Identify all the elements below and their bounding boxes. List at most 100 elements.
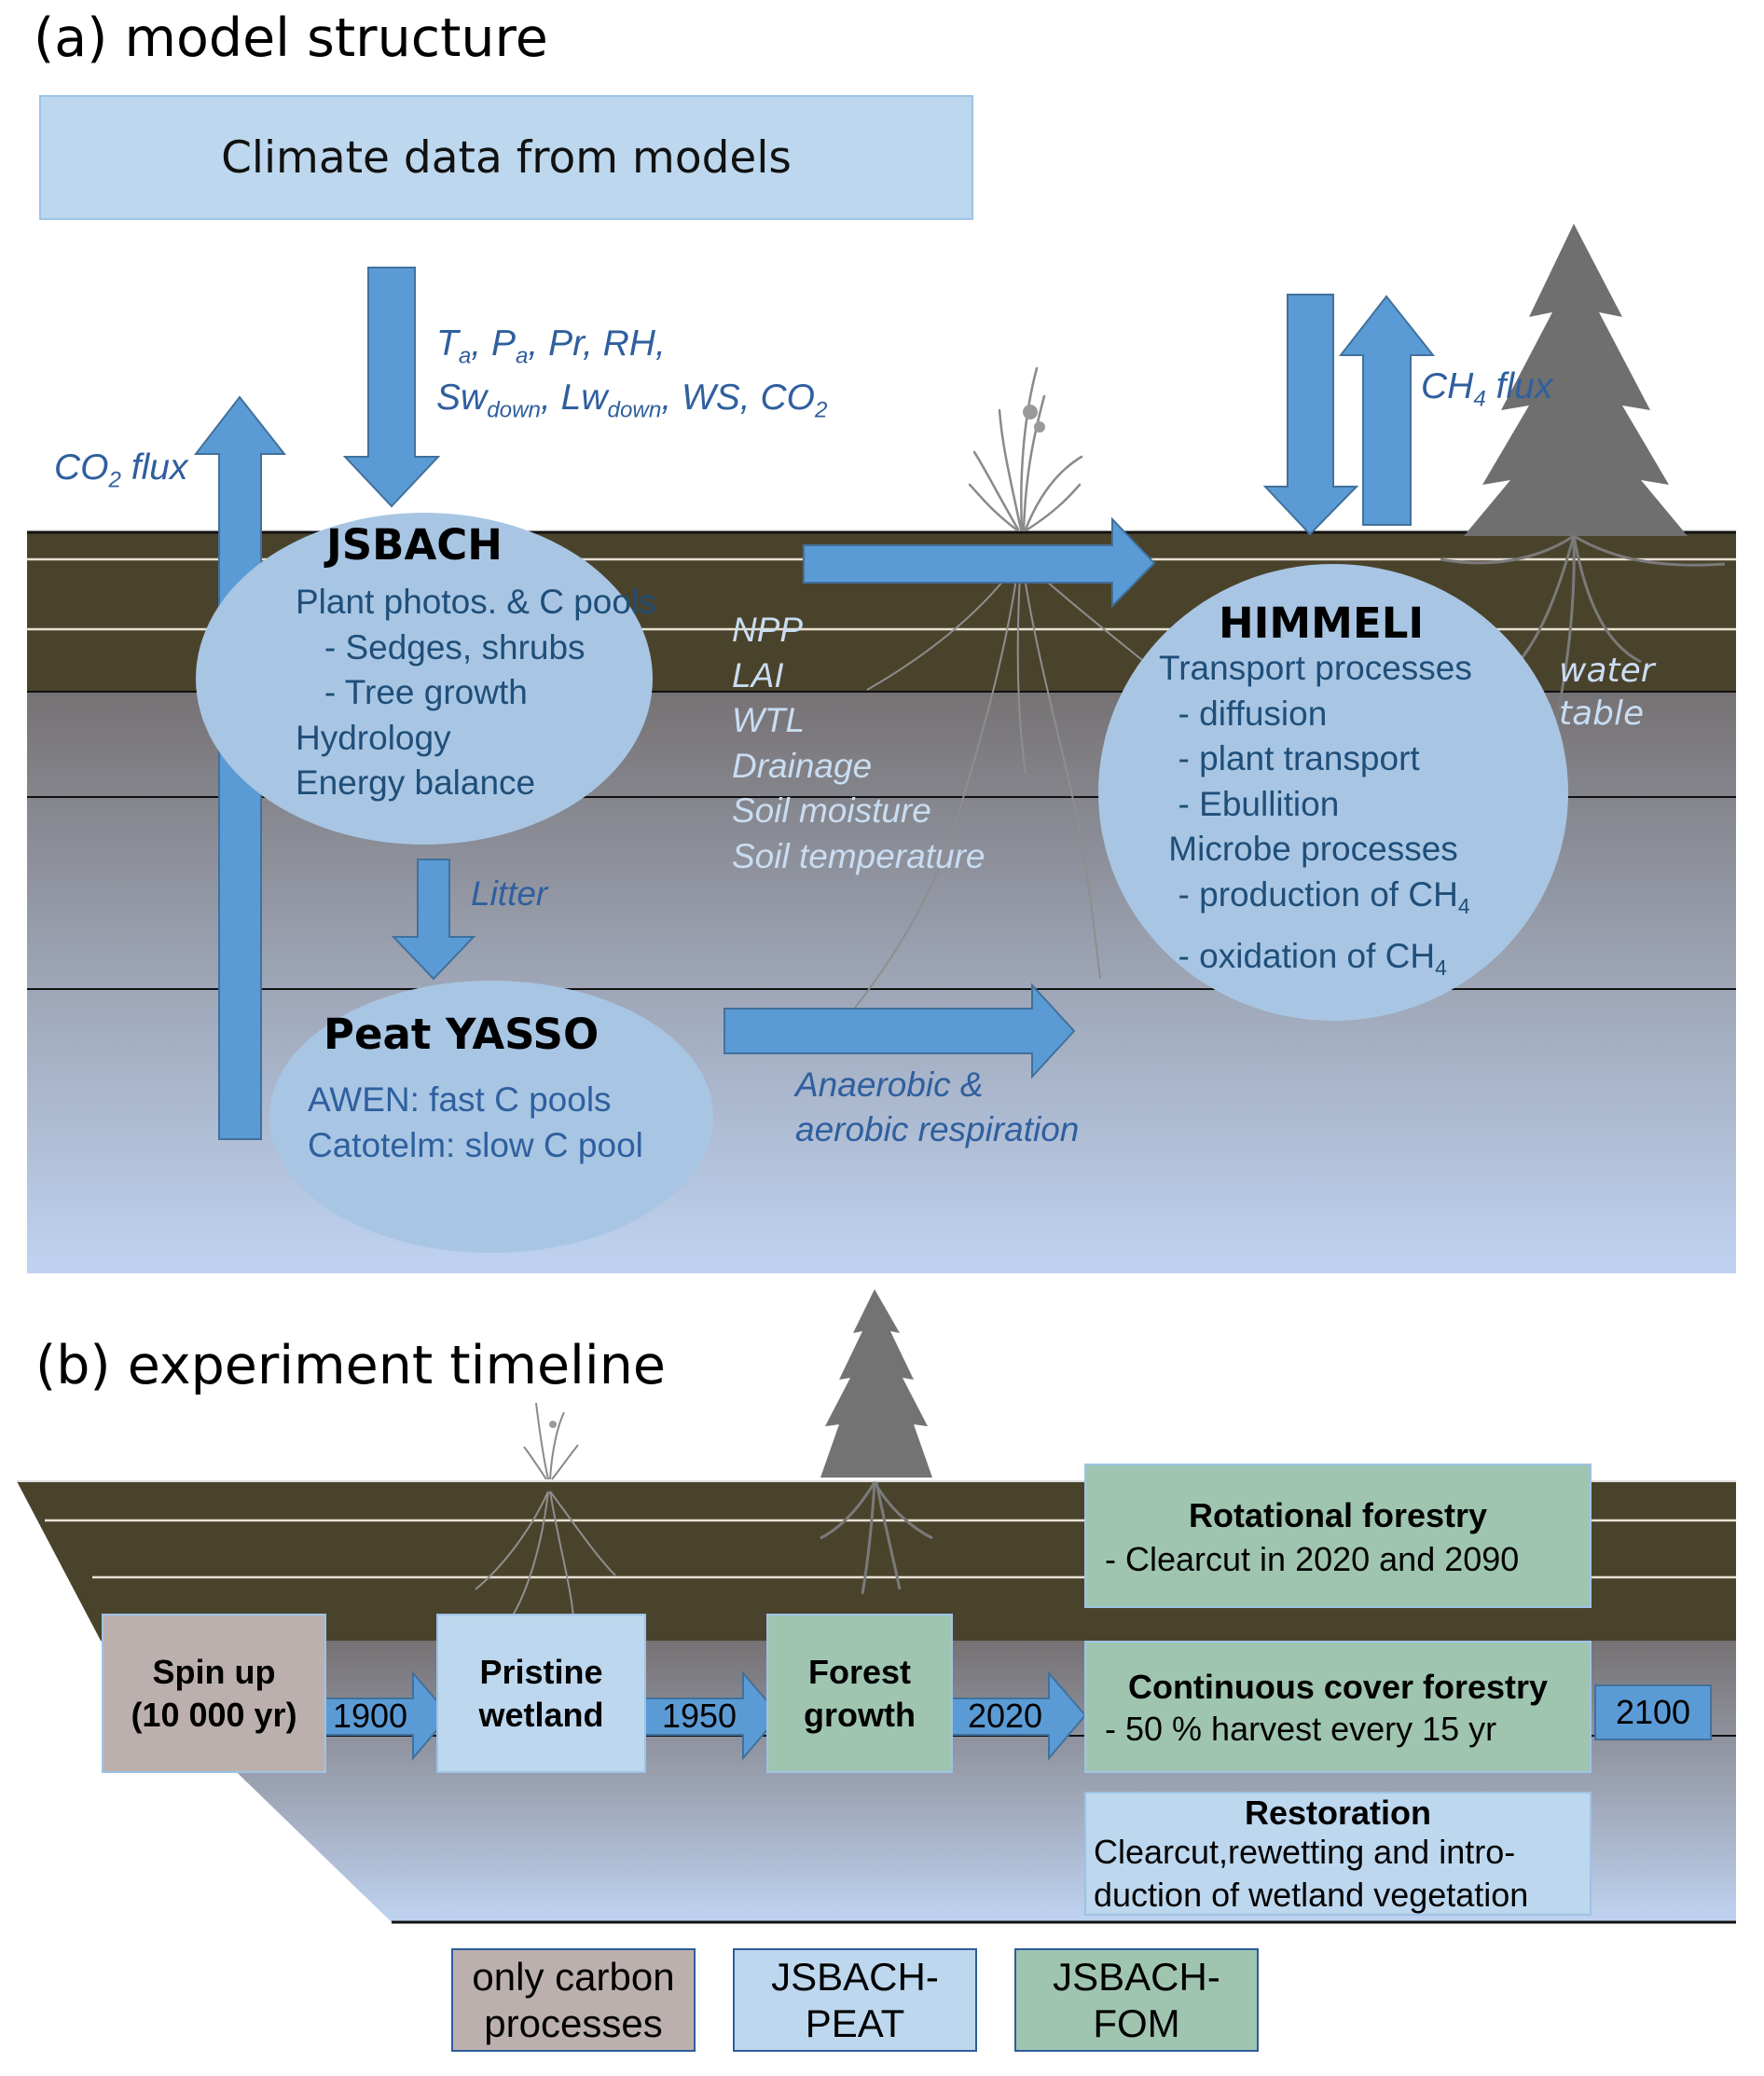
peat-yasso-title: Peat YASSO (324, 1010, 599, 1059)
climate-forcing-arrow (342, 267, 441, 508)
ch4-down-arrow (1262, 294, 1359, 536)
scenario-text: Clearcut,rewetting and intro- duction of… (1094, 1833, 1529, 1914)
water-table-label: water table (1559, 650, 1655, 736)
stage-line: Pristine (479, 1652, 603, 1691)
himmeli-line: - Ebullition (1159, 784, 1340, 823)
water-table-line1: water (1559, 652, 1655, 690)
stage-line: (10 000 yr) (131, 1695, 297, 1734)
stage-forest-growth: Forest growth (766, 1614, 953, 1773)
legend-jsbach-peat: JSBACH-PEAT (733, 1948, 977, 2052)
himmeli-ellipse (1098, 564, 1568, 1021)
jsbach-details: Plant photos. & C pools - Sedges, shrubs… (296, 580, 656, 806)
legend-line: JSBACH- (771, 1954, 939, 1999)
sub-down: down (487, 397, 541, 423)
sub-a: a (515, 343, 529, 369)
sedge-roots (848, 558, 1157, 1017)
sub-2: 2 (108, 467, 121, 493)
stage-line: wetland (478, 1695, 604, 1734)
himmeli-line: - production of CH4 (1159, 873, 1472, 929)
climate-variables-line2: Swdown, Lwdown, WS, CO2 (436, 378, 827, 423)
litter-arrow (391, 859, 476, 981)
himmeli-title: HIMMELI (1219, 598, 1425, 648)
driver-wtl: WTL (732, 701, 806, 739)
peat-yasso-ellipse (269, 981, 713, 1253)
box-2100 (1594, 1684, 1712, 1740)
var-lw: , Lw (540, 378, 608, 418)
var-t: T (436, 323, 459, 364)
driver-soil-temperature: Soil temperature (732, 836, 985, 875)
sub-4: 4 (1457, 893, 1470, 918)
stage-pristine-wetland: Pristine wetland (436, 1614, 646, 1773)
arrow-1900 (313, 1670, 451, 1761)
legend-line: FOM (1093, 2000, 1180, 2045)
respiration-line: aerobic respiration (795, 1110, 1080, 1148)
scenario-title: Restoration (1244, 1794, 1432, 1832)
sedge-plant-icon-b (523, 1402, 579, 1480)
himmeli-line: - plant transport (1159, 739, 1420, 777)
legend-line: PEAT (805, 2000, 905, 2045)
peat-yasso-line: AWEN: fast C pools (308, 1080, 612, 1119)
scenario-title: Rotational forestry (1188, 1496, 1488, 1534)
jsbach-line: - Sedges, shrubs (296, 627, 586, 667)
jsbach-title: JSBACH (326, 520, 503, 570)
panel-a-title: (a) model structure (34, 7, 548, 69)
respiration-arrow (724, 983, 1076, 1079)
spruce-tree-icon-b (820, 1289, 932, 1478)
var-p: , P (471, 323, 516, 364)
respiration-line: Anaerobic & (795, 1065, 984, 1104)
flux-text: flux (1485, 366, 1553, 406)
var-sw: Sw (436, 378, 488, 418)
flux-text: flux (120, 447, 188, 488)
var-rest: , Pr, RH, (528, 323, 666, 364)
spruce-tree-icon (1464, 224, 1688, 536)
year-1900: 1900 (332, 1697, 408, 1735)
legend-line: JSBACH- (1053, 1954, 1220, 1999)
sub-4: 4 (1435, 956, 1447, 981)
jsbach-line: - Tree growth (296, 673, 528, 711)
driver-drainage: Drainage (732, 746, 873, 785)
legend-line: processes (484, 2000, 663, 2045)
climate-data-box: Climate data from models (39, 95, 973, 220)
jsbach-line: Hydrology (296, 718, 451, 757)
driver-soil-moisture: Soil moisture (732, 791, 931, 830)
year-2100: 2100 (1615, 1693, 1691, 1731)
driver-lai: LAI (732, 655, 784, 694)
arrow-1950 (642, 1670, 781, 1761)
scenario-rotational-forestry: Rotational forestry - Clearcut in 2020 a… (1084, 1464, 1592, 1608)
driver-npp: NPP (732, 611, 804, 649)
arrow-2020 (948, 1670, 1087, 1761)
sub-2: 2 (814, 397, 828, 423)
peat-yasso-details: AWEN: fast C pools Catotelm: slow C pool (308, 1078, 643, 1168)
legend-jsbach-fom: JSBACH-FOM (1014, 1948, 1259, 2052)
co2-text: CO (54, 447, 109, 488)
stage-spin-up: Spin up(10 000 yr) (102, 1614, 326, 1773)
scenario-continuous-cover-forestry: Continuous cover forestry - 50 % harvest… (1084, 1641, 1592, 1773)
var-ws-co: , WS, CO (661, 378, 815, 418)
water-table-line2: table (1559, 694, 1645, 733)
jsbach-ellipse (196, 513, 653, 845)
ch4-flux-label: CH4 flux (1421, 366, 1552, 412)
sub-a: a (458, 343, 472, 369)
sub-4: 4 (1473, 386, 1486, 412)
oxidation-text: - oxidation of CH (1159, 937, 1436, 976)
legend-line: only carbon (472, 1954, 675, 1999)
stage-line: growth (804, 1695, 916, 1734)
scenario-text: - 50 % harvest every 15 yr (1105, 1710, 1497, 1748)
respiration-label: Anaerobic & aerobic respiration (795, 1063, 1079, 1152)
year-2020: 2020 (967, 1697, 1043, 1735)
himmeli-line: Microbe processes (1159, 830, 1458, 868)
tree-roots-b (820, 1481, 933, 1595)
peat-yasso-line: Catotelm: slow C pool (308, 1125, 643, 1164)
panel-b-title: (b) experiment timeline (35, 1335, 666, 1396)
sedge-plant-icon (968, 366, 1083, 531)
sub-down: down (607, 397, 662, 423)
drivers-arrow (803, 516, 1156, 609)
ch4-up-arrow (1338, 295, 1436, 526)
himmeli-details: Transport processes - diffusion - plant … (1159, 646, 1472, 991)
jsbach-line: Energy balance (296, 763, 536, 802)
litter-label: Litter (471, 874, 548, 913)
scenario-text: - Clearcut in 2020 and 2090 (1105, 1540, 1520, 1578)
stage-line: Forest (807, 1652, 911, 1691)
himmeli-line: - oxidation of CH4 (1159, 934, 1472, 991)
